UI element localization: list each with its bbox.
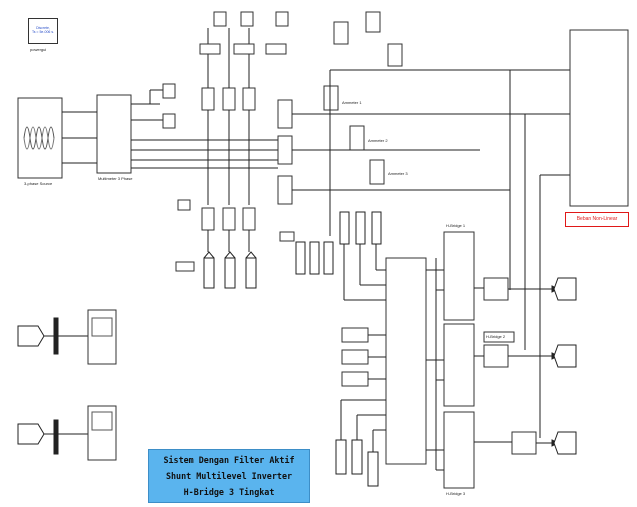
hbridge-2-label: H-Bridge 2: [486, 334, 505, 339]
ammeter-1-label: Ammeter 1: [342, 100, 362, 105]
title-line-1: Sistem Dengan Filter Aktif: [149, 452, 309, 468]
hbridge-1-label: H-Bridge 1: [446, 223, 465, 228]
powergui-caption: powergui: [30, 47, 46, 52]
ammeter-3-label: Ammeter 3: [388, 171, 408, 176]
ammeter-2-label: Ammeter 2: [368, 138, 388, 143]
load-label-box: Beban Non-Linear: [565, 212, 629, 227]
powergui-line2: Ts = 5e-006 s.: [29, 30, 57, 34]
hbridge-3-label: H-Bridge 3: [446, 491, 465, 496]
title-line-3: H-Bridge 3 Tingkat: [149, 484, 309, 500]
multimeter-label: Multimeter 3 Phase: [98, 176, 132, 181]
source-label: 3-phase Source: [24, 181, 52, 186]
title-note-box: Sistem Dengan Filter Aktif Shunt Multile…: [148, 449, 310, 503]
powergui-block[interactable]: Discrete, Ts = 5e-006 s.: [28, 18, 58, 44]
title-line-2: Shunt Multilevel Inverter: [149, 468, 309, 484]
